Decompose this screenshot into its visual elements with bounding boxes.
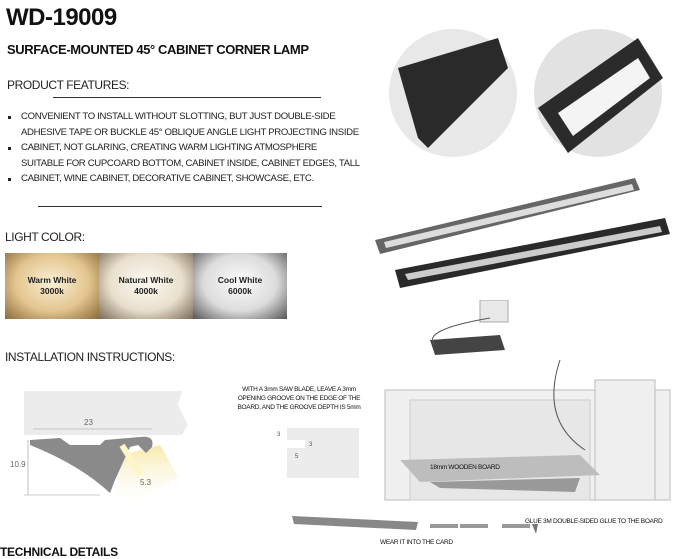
glue-note: GLUE 3M DOUBLE-SIDED GLUE TO THE BOARD (525, 518, 663, 525)
product-subtitle: SURFACE-MOUNTED 45° CABINET CORNER LAMP (7, 42, 309, 57)
feature-line: CONVENIENT TO INSTALL WITHOUT SLOTTING, … (7, 109, 360, 125)
swatch-temp: 4000k (134, 286, 158, 296)
groove-dim: 3 (309, 442, 313, 448)
swatch-name: Warm White (27, 275, 77, 285)
note-line: OPENING GROOVE ON THE EDGE OF THE (237, 395, 361, 402)
feature-line: CABINET, WINE CABINET, DECORATIVE CABINE… (7, 171, 360, 187)
feature-line: ADHESIVE TAPE OR BUCKLE 45° OBLIQUE ANGL… (21, 126, 359, 138)
swatch-temp: 3000k (40, 286, 64, 296)
swatch-name: Natural White (118, 275, 174, 285)
installation-heading: INSTALLATION INSTRUCTIONS: (5, 350, 175, 364)
features-list: CONVENIENT TO INSTALL WITHOUT SLOTTING, … (7, 109, 360, 187)
dim-width: 23 (84, 418, 93, 427)
features-heading: PRODUCT FEATURES: (7, 78, 130, 92)
cabinet-installation-diagram (384, 300, 671, 501)
installation-parts (292, 516, 538, 534)
note-line: WITH A 3mm SAW BLADE, LEAVE A 3mm (242, 386, 356, 393)
technical-details-heading: TECHNICAL DETAILS (0, 545, 118, 559)
swatch-temp: 6000k (228, 286, 252, 296)
light-color-heading: LIGHT COLOR: (5, 230, 85, 244)
divider (53, 97, 321, 98)
groove-dim: 3 (277, 432, 281, 438)
feature-line: SUITABLE FOR CUPCOARD BOTTOM, CABINET IN… (21, 157, 360, 169)
product-code: WD-19009 (6, 4, 117, 31)
dim-led: 5.3 (140, 478, 152, 487)
profile-cross-section: 23 10.9 5.3 (10, 391, 188, 510)
note-line: BOARD, AND THE GROOVE DEPTH IS 5mm (237, 404, 361, 411)
feature-line: CABINET, NOT GLARING, CREATING WARM LIGH… (7, 140, 360, 156)
product-bars (375, 178, 670, 288)
swatch-name: Cool White (217, 275, 263, 285)
divider (38, 206, 322, 207)
dim-height: 10.9 (10, 460, 26, 469)
groove-note: WITH A 3mm SAW BLADE, LEAVE A 3mm OPENIN… (228, 385, 370, 412)
groove-diagram: 3 3 5 (277, 428, 359, 478)
groove-dim: 5 (295, 454, 299, 460)
product-photos (389, 29, 663, 157)
wear-note: WEAR IT INTO THE CARD (380, 539, 453, 546)
board-label: 18mm WOODEN BOARD (430, 464, 500, 471)
